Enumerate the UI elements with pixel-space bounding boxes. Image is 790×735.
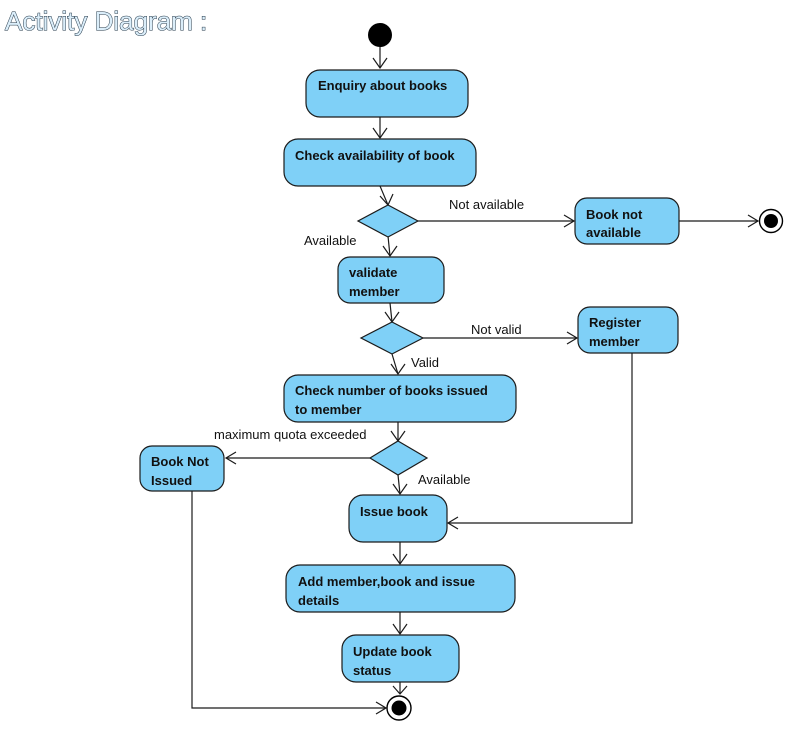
- guard-available-issue: Available: [418, 472, 471, 487]
- svg-text:Issue book: Issue book: [360, 504, 429, 519]
- activity-issue-book: Issue book: [348, 494, 448, 543]
- svg-text:Register: Register: [589, 315, 641, 330]
- guard-available: Available: [304, 233, 357, 248]
- svg-text:Update book: Update book: [353, 644, 432, 659]
- final-node: [386, 695, 412, 721]
- svg-text:Book Not: Book Not: [151, 454, 209, 469]
- activity-check-books-issued: Check number of books issued to member: [283, 374, 517, 423]
- guard-not-available: Not available: [449, 197, 524, 212]
- svg-text:Add member,book and issue: Add member,book and issue: [298, 574, 475, 589]
- svg-text:Check number of books issued: Check number of books issued: [295, 383, 488, 398]
- decision-availability: [356, 204, 420, 238]
- guard-quota-exceeded: maximum quota exceeded: [214, 427, 366, 442]
- control-flows: [191, 47, 760, 715]
- guard-valid: Valid: [411, 355, 439, 370]
- svg-text:Issued: Issued: [151, 473, 192, 488]
- final-node-not-available: [758, 208, 784, 234]
- activity-update-status: Update book status: [341, 634, 460, 683]
- svg-text:validate: validate: [349, 265, 397, 280]
- activity-register-member: Register member: [577, 306, 679, 354]
- svg-text:details: details: [298, 593, 339, 608]
- activity-validate-member: validate member: [337, 256, 445, 304]
- activity-book-not-available: Book not available: [574, 197, 680, 245]
- guard-not-valid: Not valid: [471, 322, 522, 337]
- decision-membership: [359, 321, 425, 355]
- decision-quota: [368, 440, 429, 476]
- initial-node: [368, 23, 392, 47]
- activity-book-not-issued: Book Not Issued: [139, 445, 225, 492]
- diagram-title: Activity Diagram :: [5, 6, 207, 36]
- activity-add-details: Add member,book and issue details: [285, 564, 516, 613]
- activity-check-availability: Check availability of book: [283, 138, 477, 187]
- svg-text:member: member: [589, 334, 640, 349]
- svg-text:to member: to member: [295, 402, 361, 417]
- svg-text:Book not: Book not: [586, 207, 643, 222]
- svg-text:Enquiry about books: Enquiry about books: [318, 78, 447, 93]
- svg-text:available: available: [586, 225, 641, 240]
- activity-enquiry: Enquiry about books: [305, 69, 469, 118]
- svg-text:status: status: [353, 663, 391, 678]
- svg-text:member: member: [349, 284, 400, 299]
- svg-text:Check availability of book: Check availability of book: [295, 148, 455, 163]
